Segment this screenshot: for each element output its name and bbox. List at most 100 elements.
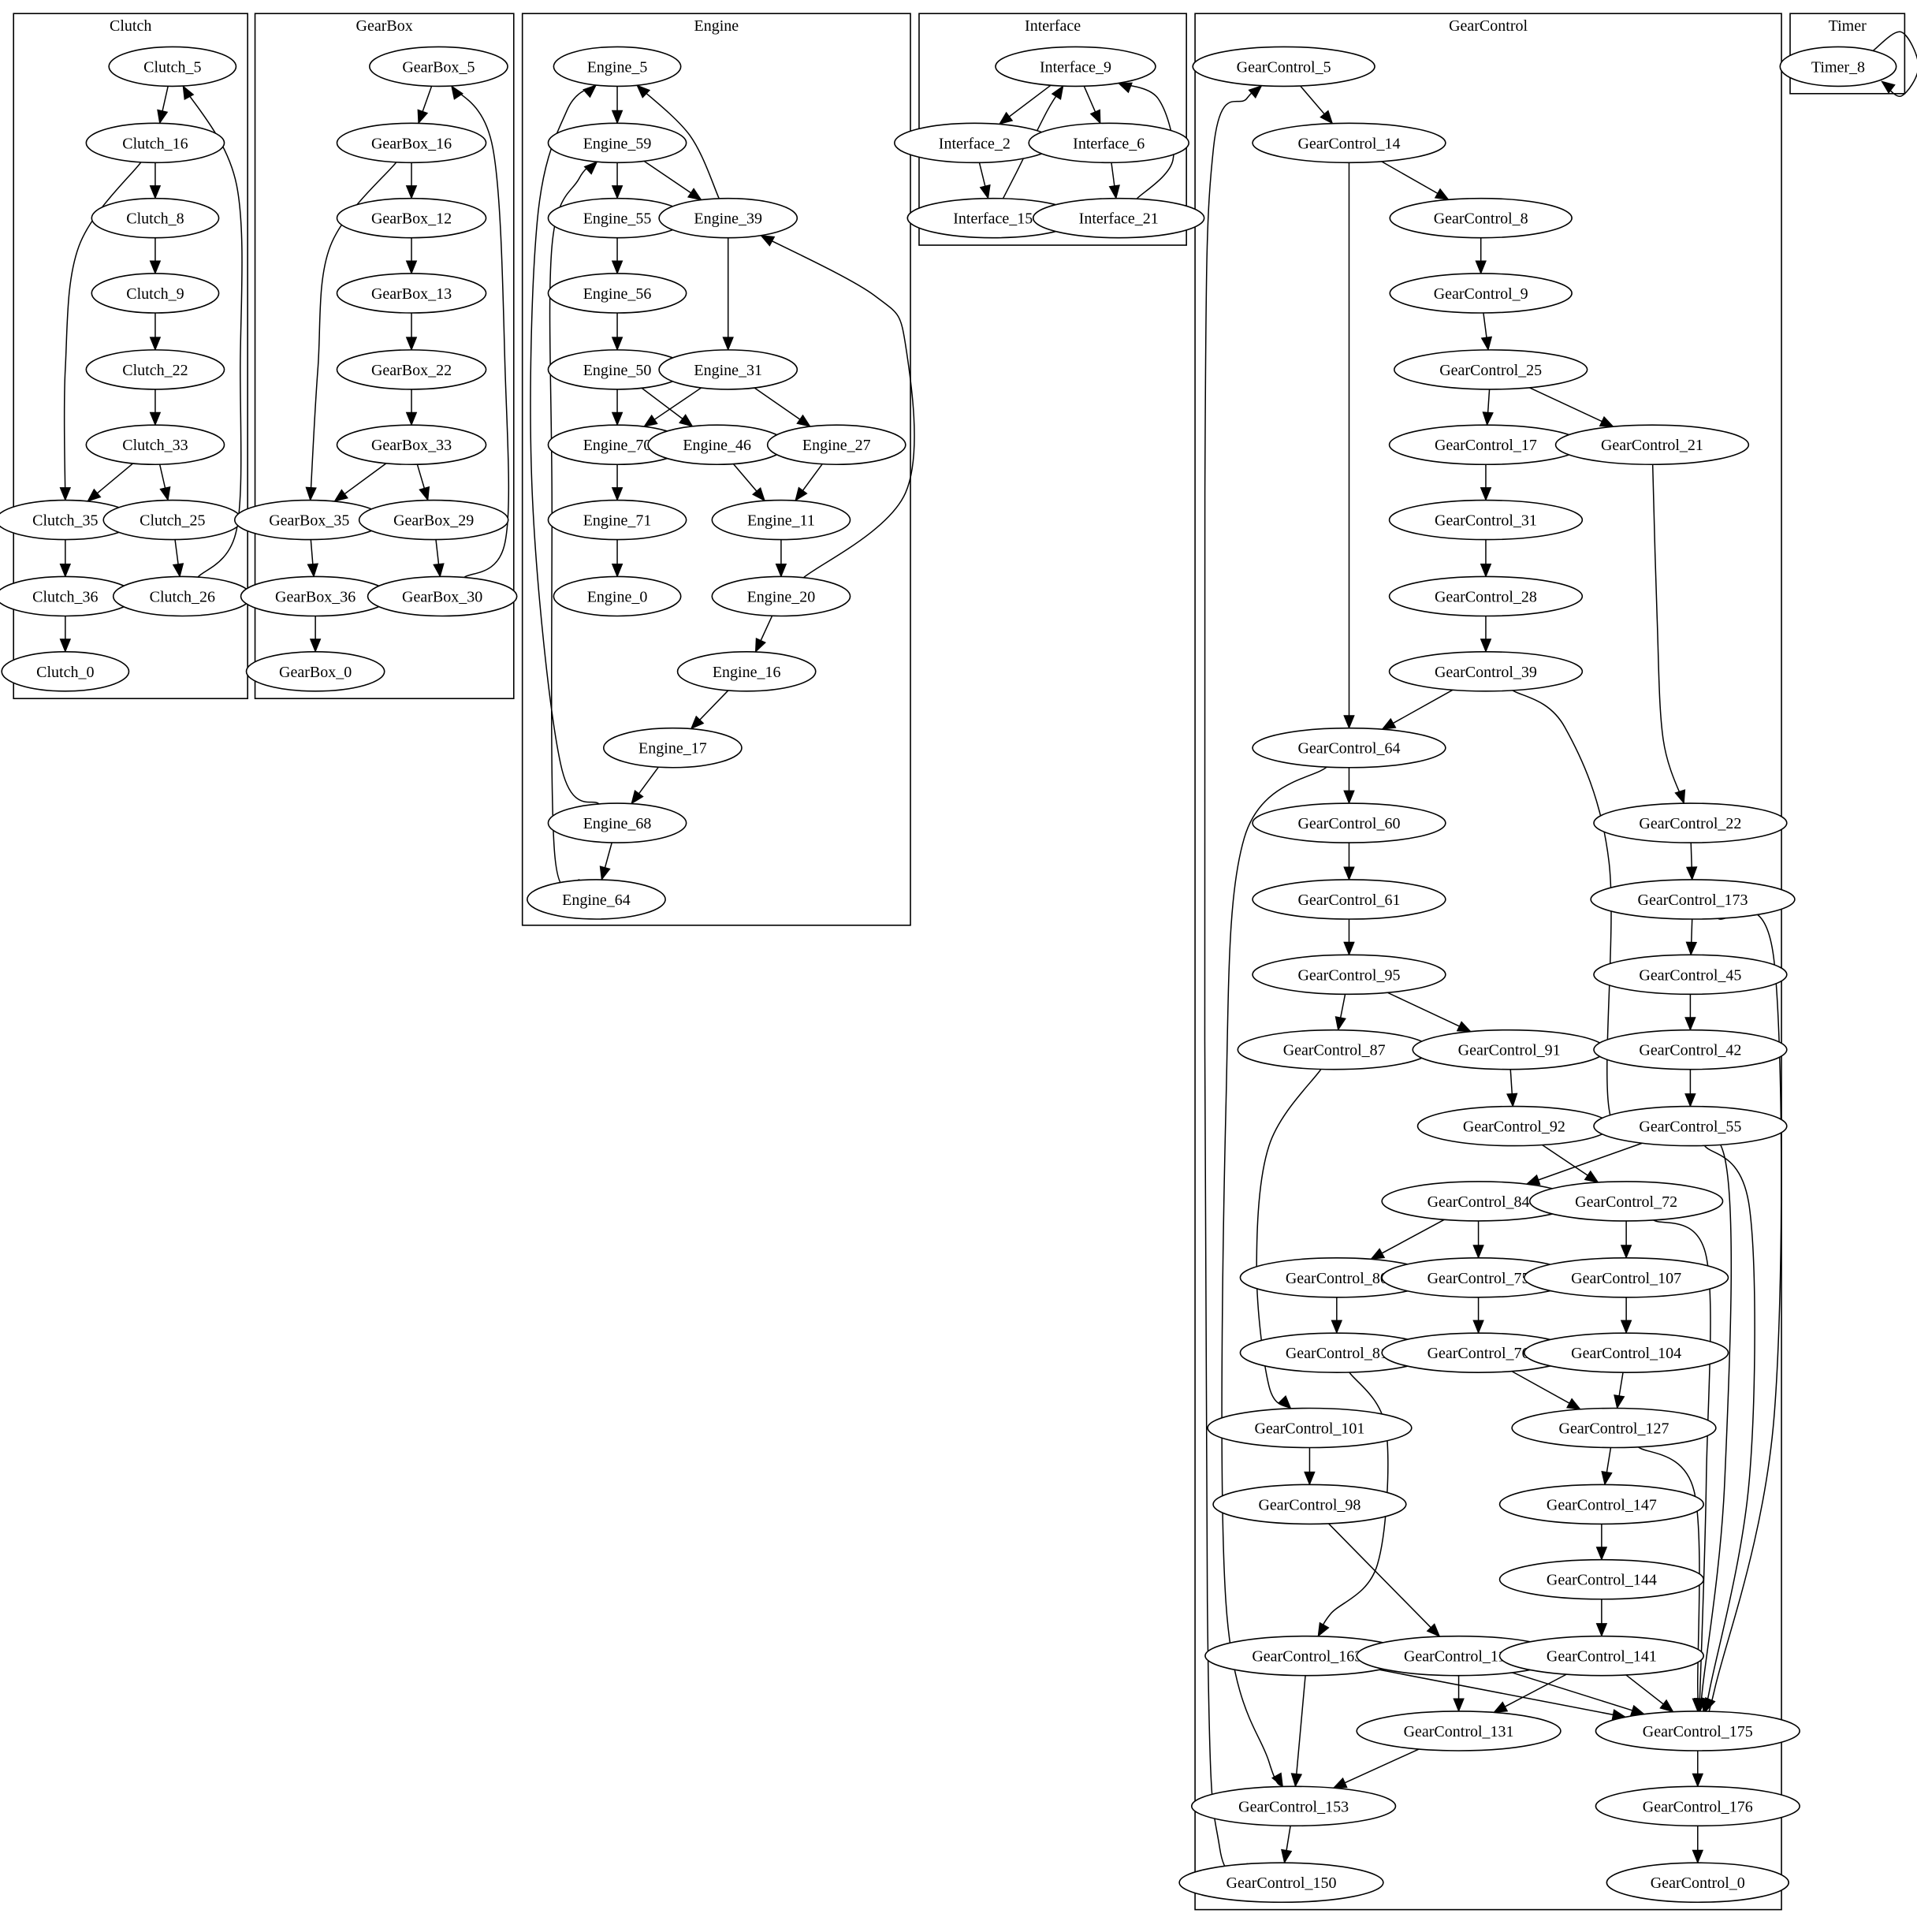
edge-arrowhead xyxy=(1684,1017,1696,1032)
edge xyxy=(641,387,694,427)
state-node: GearControl_9 xyxy=(1389,273,1573,314)
edge xyxy=(1529,387,1615,428)
cluster-border xyxy=(1194,13,1782,1911)
edge-arrowhead xyxy=(1525,1174,1541,1186)
state-node: GearBox_12 xyxy=(336,197,487,239)
node-label: GearControl_147 xyxy=(1547,1496,1657,1513)
edge xyxy=(1625,1674,1674,1713)
edge-arrowhead xyxy=(1614,1394,1625,1409)
edge xyxy=(149,162,162,199)
node-label: Engine_70 xyxy=(583,437,652,454)
node-ellipse xyxy=(1032,197,1205,239)
state-node: GearControl_45 xyxy=(1593,954,1788,996)
edge xyxy=(1300,85,1334,125)
edge xyxy=(611,464,623,501)
edge xyxy=(754,387,811,427)
node-ellipse xyxy=(1523,1332,1729,1373)
node-label: GearControl_92 xyxy=(1463,1119,1565,1136)
edge-arrowhead xyxy=(417,109,429,125)
state-node: GearControl_87 xyxy=(1237,1029,1431,1070)
state-node: Engine_17 xyxy=(602,727,743,769)
edge-arrowhead xyxy=(643,414,658,427)
edge-arrowhead xyxy=(1453,1698,1465,1713)
state-node: GearControl_80 xyxy=(1239,1257,1435,1298)
node-label: GearControl_60 xyxy=(1297,815,1400,832)
state-node: Interface_9 xyxy=(995,46,1156,87)
edge xyxy=(59,616,72,653)
state-node: GearControl_39 xyxy=(1388,651,1584,692)
state-node: Clutch_16 xyxy=(85,122,225,164)
state-node: Clutch_33 xyxy=(85,424,225,466)
edge xyxy=(1343,767,1355,805)
edge-arrowhead xyxy=(309,638,322,653)
edge-arrowhead xyxy=(796,414,811,427)
edge xyxy=(1614,1372,1625,1409)
node-label: GearControl_9 xyxy=(1434,285,1528,303)
node-label: GearControl_127 xyxy=(1559,1420,1669,1438)
state-node: GearControl_25 xyxy=(1394,349,1588,390)
node-label: GearControl_55 xyxy=(1639,1119,1741,1136)
node-label: GearControl_150 xyxy=(1227,1874,1337,1892)
node-label: GearControl_81 xyxy=(1286,1345,1388,1362)
node-label: GearBox_29 xyxy=(393,512,474,530)
edge-line xyxy=(1333,1748,1420,1789)
edge-arrowhead xyxy=(1685,866,1698,881)
edge-arrowhead xyxy=(611,487,623,501)
edge-arrowhead xyxy=(59,564,72,578)
edge xyxy=(1343,843,1355,881)
node-label: Clutch_35 xyxy=(32,512,98,530)
node-label: Clutch_16 xyxy=(122,135,188,152)
edge-arrowhead xyxy=(451,84,463,100)
node-label: GearControl_95 xyxy=(1297,966,1400,984)
edge-line xyxy=(1493,1673,1567,1714)
state-node: GearBox_35 xyxy=(233,499,385,541)
node-label: GearControl_173 xyxy=(1638,892,1748,909)
edge-arrowhead xyxy=(1482,411,1494,426)
node-label: GearControl_45 xyxy=(1639,966,1741,984)
node-ellipse xyxy=(1192,46,1375,87)
node-ellipse xyxy=(91,197,220,239)
state-node: Clutch_9 xyxy=(91,273,220,314)
edge-arrowhead xyxy=(59,487,72,501)
edge xyxy=(59,162,142,501)
edge xyxy=(760,235,915,579)
node-label: GearControl_84 xyxy=(1428,1193,1530,1211)
state-node: Engine_50 xyxy=(547,349,687,390)
node-ellipse xyxy=(1389,197,1573,239)
cluster-title: GearBox xyxy=(356,17,413,35)
node-label: GearBox_0 xyxy=(279,664,352,681)
node-label: Engine_64 xyxy=(562,892,631,909)
edge-arrowhead xyxy=(1343,941,1355,956)
node-ellipse xyxy=(1028,122,1190,164)
edge-arrowhead xyxy=(636,84,651,99)
cluster-gearcontrol: GearControl xyxy=(1194,13,1782,1911)
node-label: GearBox_22 xyxy=(371,362,452,379)
edge-arrowhead xyxy=(1472,1320,1484,1335)
state-node: GearControl_153 xyxy=(1190,1785,1397,1827)
state-node: Interface_6 xyxy=(1028,122,1190,164)
state-node: Engine_70 xyxy=(547,424,687,466)
node-ellipse xyxy=(85,349,225,390)
edge xyxy=(405,389,418,426)
state-node: Timer_8 xyxy=(1779,46,1897,87)
node-ellipse xyxy=(1593,954,1788,996)
edge-line xyxy=(1529,387,1614,428)
state-node: GearControl_92 xyxy=(1416,1105,1612,1147)
edge xyxy=(998,84,1052,125)
edge-line xyxy=(1382,689,1454,730)
edge-arrowhead xyxy=(1343,790,1355,805)
edge-arrowhead xyxy=(1620,1245,1632,1260)
edge-arrowhead xyxy=(687,188,702,201)
edge-arrowhead xyxy=(998,111,1014,125)
edge-arrowhead xyxy=(1480,336,1493,352)
cluster-border xyxy=(254,13,515,700)
node-ellipse xyxy=(547,122,687,164)
edge xyxy=(1685,843,1698,881)
node-ellipse xyxy=(1593,802,1788,843)
node-ellipse xyxy=(1498,1635,1705,1677)
node-label: Clutch_8 xyxy=(126,210,184,228)
node-label: Engine_0 xyxy=(587,588,648,605)
node-label: Engine_71 xyxy=(583,512,652,530)
node-label: GearControl_175 xyxy=(1643,1723,1753,1740)
node-ellipse xyxy=(336,273,487,314)
